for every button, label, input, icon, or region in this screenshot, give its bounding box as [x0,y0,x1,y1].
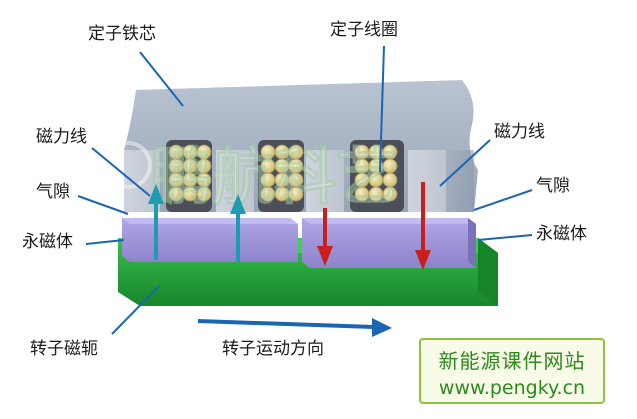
leader-magnet-left [85,239,125,245]
label-motion-direction: 转子运动方向 [222,339,324,359]
motion-direction-arrow [197,318,392,337]
label-magnet-left: 永磁体 [22,232,73,252]
stator-coil-slot-3 [350,140,404,212]
label-air-gap-right: 气隙 [536,176,570,196]
label-air-gap-left: 气隙 [36,182,70,202]
magnet-left [122,218,298,262]
magnet-right [302,218,476,268]
leader-flux-left [91,147,151,197]
leader-air-gap-right [473,189,533,211]
label-flux-line-left: 磁力线 [36,127,87,147]
badge-title: 新能源课件网站 [438,349,586,373]
stator-coil-slot-1 [166,140,212,212]
flux-line-down-2 [415,182,431,270]
flux-line-up-1 [148,184,164,260]
label-stator-coil: 定子线圈 [330,20,398,40]
leader-rotor-yoke [111,284,161,335]
flux-line-down-1 [317,208,333,266]
leader-magnet-right [477,234,533,241]
badge-url[interactable]: www.pengky.cn [438,377,586,399]
label-stator-core: 定子铁芯 [88,24,156,44]
leader-flux-right [439,139,491,187]
label-rotor-yoke: 转子磁轭 [30,339,98,359]
stator-coil-slot-2 [258,140,304,212]
label-flux-line-right: 磁力线 [494,122,545,142]
leader-stator-core [139,51,184,107]
website-badge: 新能源课件网站 www.pengky.cn [419,338,605,404]
leader-air-gap-left [77,195,129,215]
leader-stator-coil [379,45,385,173]
flux-line-up-2 [230,194,246,262]
watermark-logo-icon [104,141,152,189]
label-magnet-right: 永磁体 [536,224,587,244]
watermark: 鹏航科艺 [150,140,398,213]
